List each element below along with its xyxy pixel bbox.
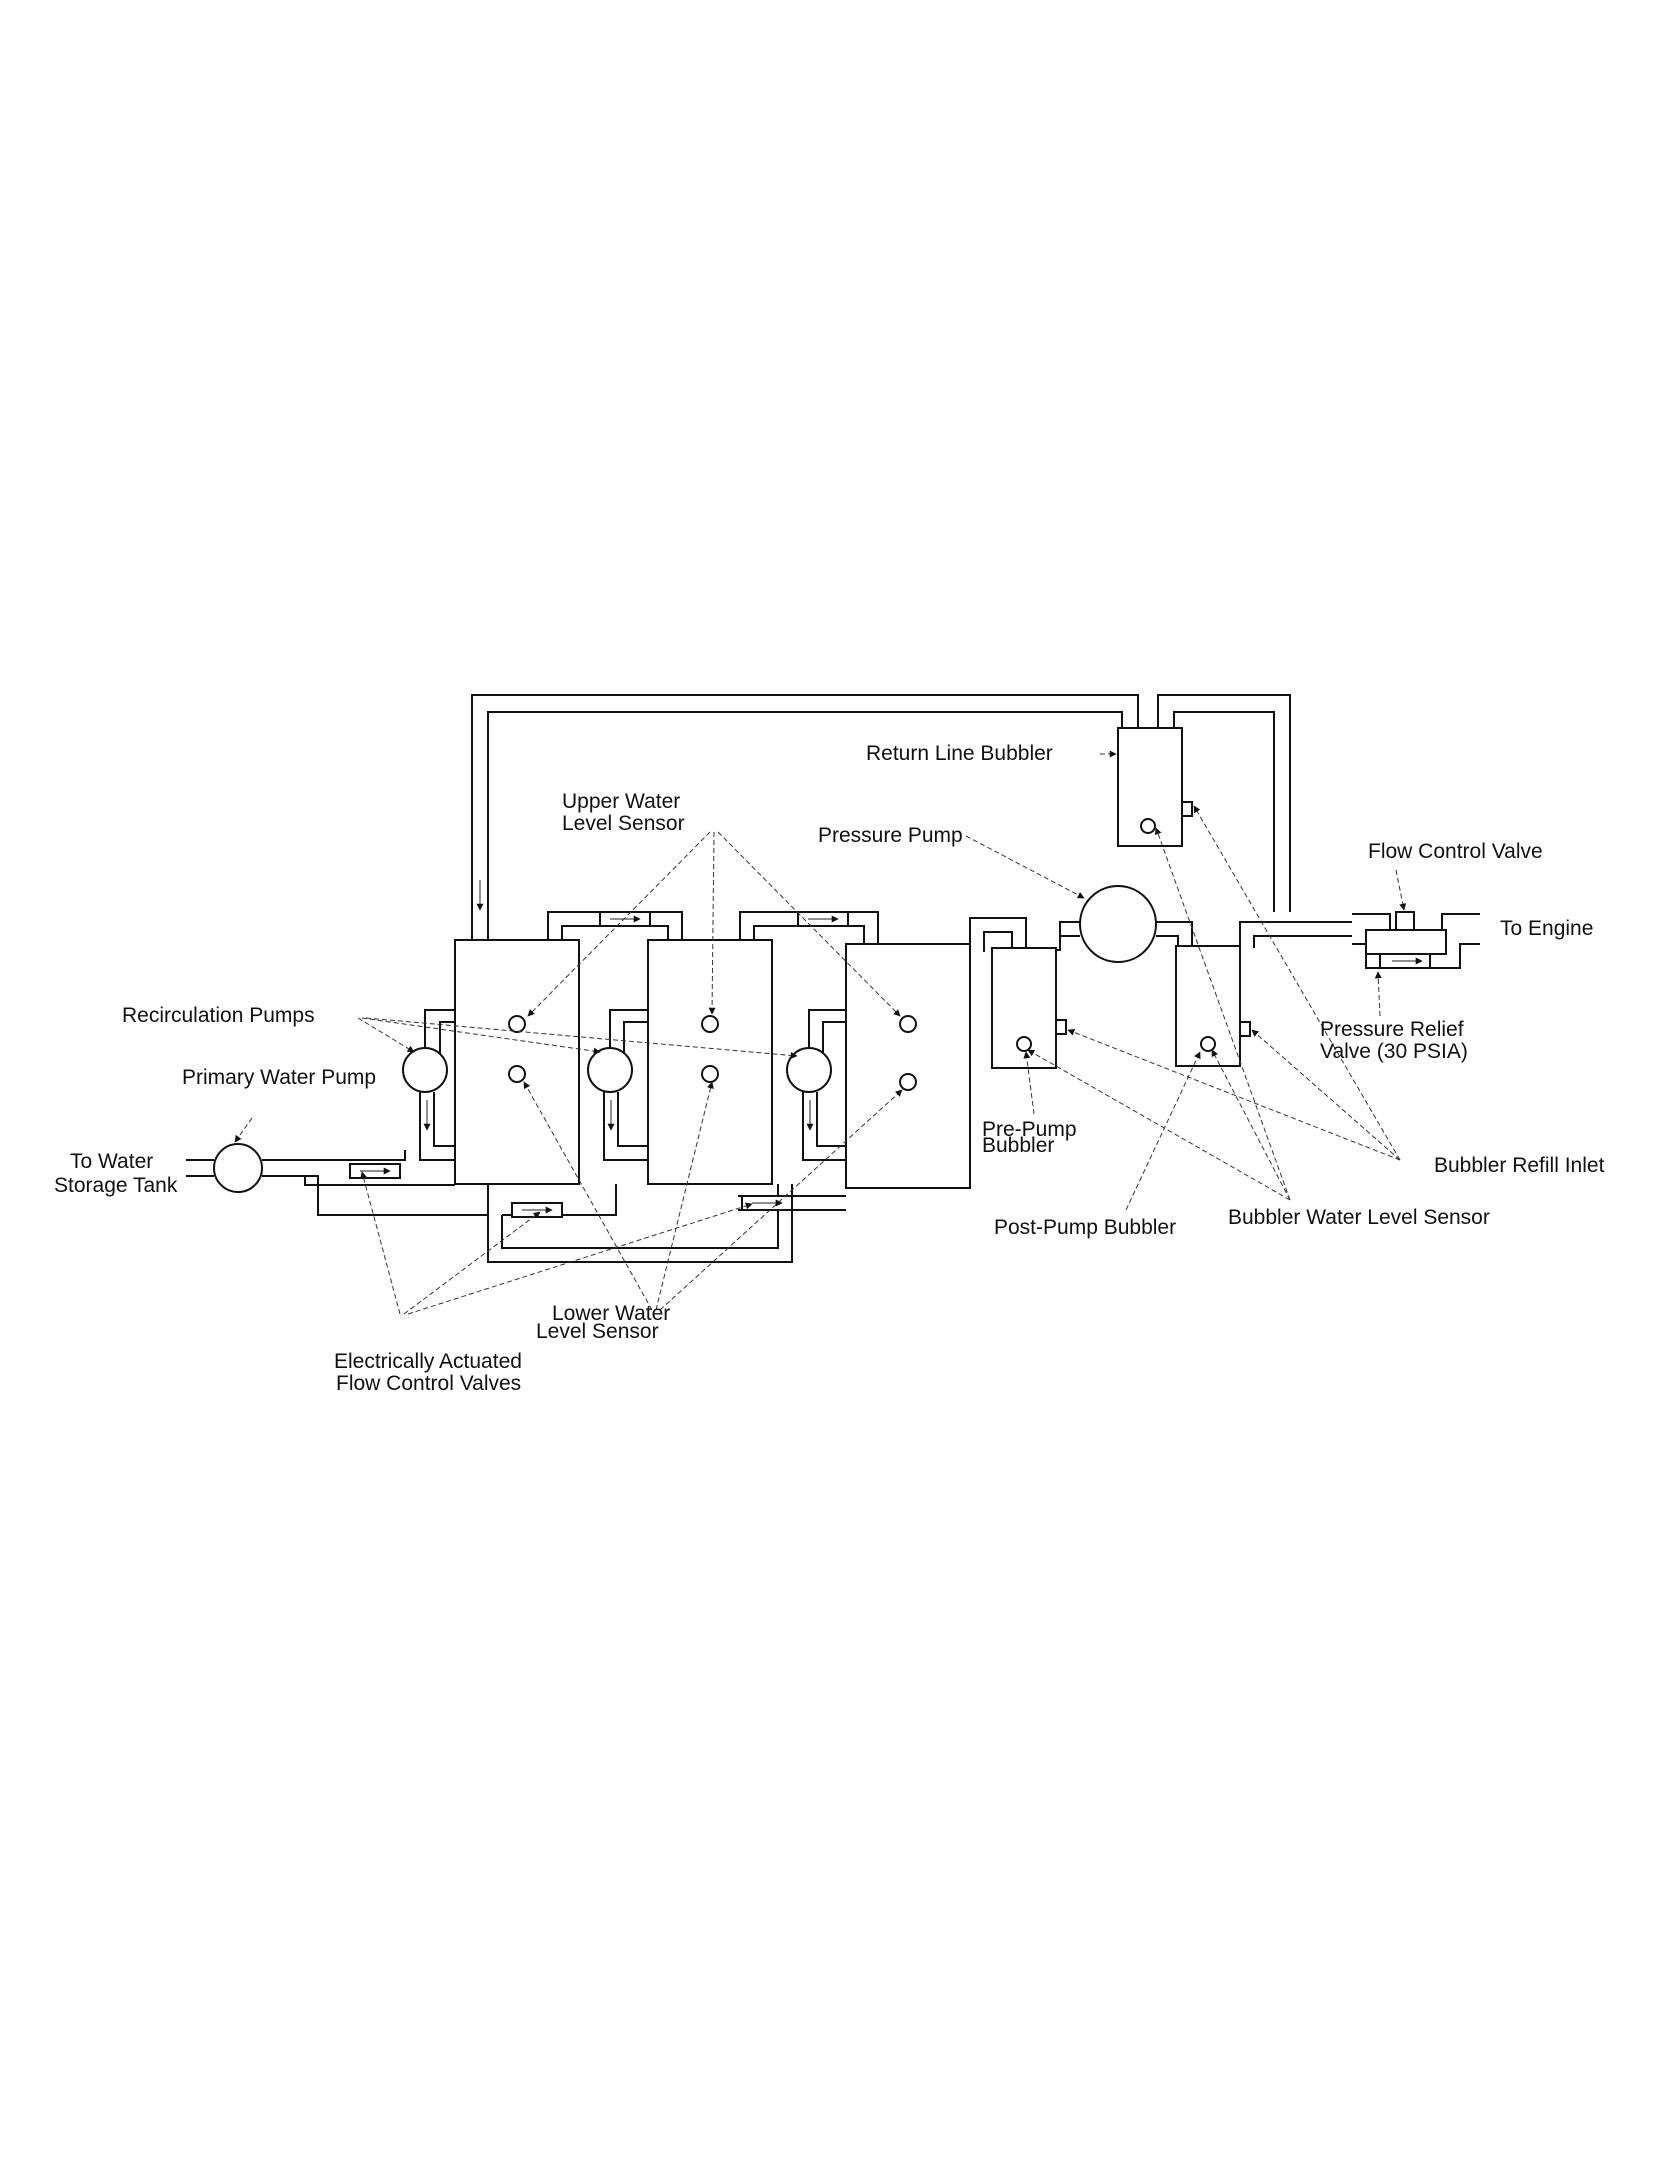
label-pre-pump-bubbler-1: Pre-Pump bbox=[982, 1118, 1077, 1141]
recirculation-loops bbox=[419, 1009, 846, 1161]
lower-sensor-tank-1 bbox=[508, 1065, 526, 1083]
label-flow-control-valve: Flow Control Valve bbox=[1368, 840, 1543, 863]
pre-pump-bubbler-refill-inlet bbox=[1055, 1019, 1067, 1035]
label-electrically-actuated-valves-2: Flow Control Valves bbox=[336, 1372, 521, 1395]
label-to-engine: To Engine bbox=[1500, 917, 1593, 940]
label-pressure-relief-valve-2: Valve (30 PSIA) bbox=[1320, 1040, 1468, 1063]
upper-sensor-tank-1 bbox=[508, 1015, 526, 1033]
label-bubbler-water-level-sensor: Bubbler Water Level Sensor bbox=[1228, 1206, 1490, 1229]
tank-3 bbox=[845, 943, 971, 1189]
lower-sensor-tank-3 bbox=[899, 1073, 917, 1091]
label-return-line-bubbler: Return Line Bubbler bbox=[866, 742, 1053, 765]
label-primary-water-pump: Primary Water Pump bbox=[182, 1066, 376, 1089]
label-pressure-pump: Pressure Pump bbox=[818, 824, 963, 847]
label-recirculation-pumps: Recirculation Pumps bbox=[122, 1004, 315, 1027]
return-line-bubbler-level-sensor bbox=[1140, 818, 1156, 834]
label-pre-pump-bubbler-2: Bubbler bbox=[982, 1134, 1054, 1157]
label-upper-water-level-sensor-1: Upper Water bbox=[562, 790, 680, 813]
label-lower-water-level-sensor-1: Lower Water bbox=[552, 1302, 670, 1325]
label-to-water-storage-tank-2: Storage Tank bbox=[54, 1174, 178, 1197]
tank-1 bbox=[454, 939, 580, 1185]
tank-2 bbox=[647, 939, 773, 1185]
label-bubbler-refill-inlet: Bubbler Refill Inlet bbox=[1434, 1154, 1605, 1177]
upper-sensor-tank-2 bbox=[701, 1015, 719, 1033]
flow-control-valve-actuator bbox=[1395, 911, 1415, 931]
upper-sensor-tank-3 bbox=[899, 1015, 917, 1033]
post-pump-bubbler-level-sensor bbox=[1200, 1036, 1216, 1052]
label-pressure-relief-valve-1: Pressure Relief bbox=[1320, 1018, 1464, 1041]
post-pump-bubbler-refill-inlet bbox=[1239, 1021, 1251, 1037]
label-upper-water-level-sensor-2: Level Sensor bbox=[562, 812, 685, 835]
return-line-bubbler-refill-inlet bbox=[1181, 801, 1193, 817]
label-to-water-storage-tank-1: To Water bbox=[70, 1150, 153, 1173]
return-line-pipe bbox=[471, 694, 1291, 948]
pressure-pump bbox=[1079, 885, 1157, 963]
recirculation-pump-2 bbox=[587, 1047, 633, 1093]
label-electrically-actuated-valves-1: Electrically Actuated bbox=[334, 1350, 522, 1373]
recirculation-pump-1 bbox=[402, 1047, 448, 1093]
flow-control-valve bbox=[1365, 929, 1447, 955]
leader-lines bbox=[234, 750, 1407, 1315]
primary-water-pump bbox=[213, 1143, 263, 1193]
tank-top-links bbox=[547, 911, 879, 944]
pre-pump-bubbler-level-sensor bbox=[1016, 1036, 1032, 1052]
label-post-pump-bubbler: Post-Pump Bubbler bbox=[994, 1216, 1176, 1239]
recirculation-pump-3 bbox=[786, 1047, 832, 1093]
label-lower-water-level-sensor-2: Level Sensor bbox=[536, 1320, 659, 1343]
lower-sensor-tank-2 bbox=[701, 1065, 719, 1083]
